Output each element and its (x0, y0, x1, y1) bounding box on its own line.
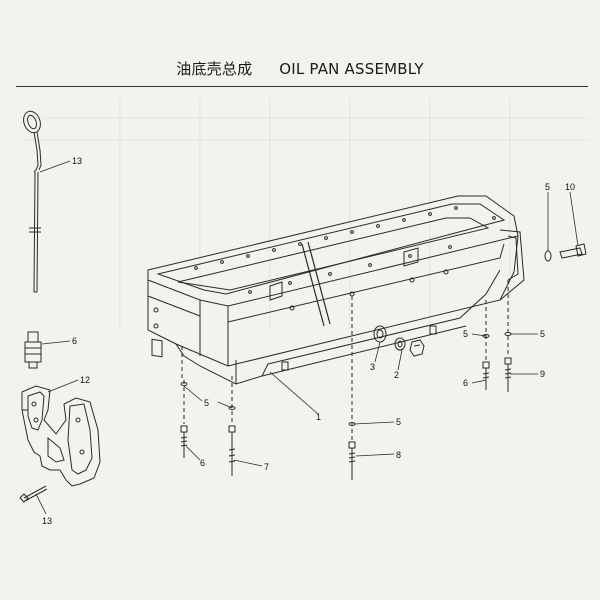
callout-5-left: 5 (204, 398, 209, 408)
callout-5-end: 5 (545, 182, 550, 192)
callout-5-right-b: 5 (540, 329, 545, 339)
callout-12-bracket: 12 (80, 375, 90, 385)
bolt-right-2 (504, 280, 512, 392)
end-bolt-part (544, 243, 587, 262)
screw-part (19, 485, 48, 503)
oil-pan-body (147, 195, 525, 385)
dipstick-part (23, 110, 42, 293)
callout-13-top: 13 (72, 156, 82, 166)
drain-plug-part (394, 337, 425, 357)
callout-10: 10 (565, 182, 575, 192)
callout-1: 1 (316, 412, 321, 422)
flange-bolt-holes (194, 206, 496, 294)
bolt-right-1 (482, 300, 490, 390)
title-chinese: 油底壳总成 (176, 60, 253, 78)
sleeve-part (24, 331, 42, 369)
callout-9: 9 (540, 369, 545, 379)
title-english: OIL PAN ASSEMBLY (279, 60, 424, 78)
callout-3: 3 (370, 362, 375, 372)
callout-5-middle: 5 (396, 417, 401, 427)
callout-13-bottom: 13 (42, 516, 52, 526)
callout-8: 8 (396, 450, 401, 460)
bracket-part (21, 385, 101, 487)
callout-6-sleeve: 6 (72, 336, 77, 346)
callout-6-left: 6 (200, 458, 205, 468)
page-title: 油底壳总成 OIL PAN ASSEMBLY (0, 58, 600, 79)
callout-labels: 13 6 12 13 5 6 7 1 3 2 5 8 5 10 5 5 6 9 (42, 156, 575, 526)
bolt-left-1 (180, 380, 188, 458)
callout-7: 7 (264, 462, 269, 472)
callout-2: 2 (394, 370, 399, 380)
title-rule (16, 86, 588, 87)
callout-6-right: 6 (463, 378, 468, 388)
leader-lines (35, 160, 579, 515)
callout-5-right-a: 5 (463, 329, 468, 339)
break-line (301, 241, 331, 327)
show-through-background (20, 98, 590, 330)
bolt-left-2 (228, 376, 236, 476)
